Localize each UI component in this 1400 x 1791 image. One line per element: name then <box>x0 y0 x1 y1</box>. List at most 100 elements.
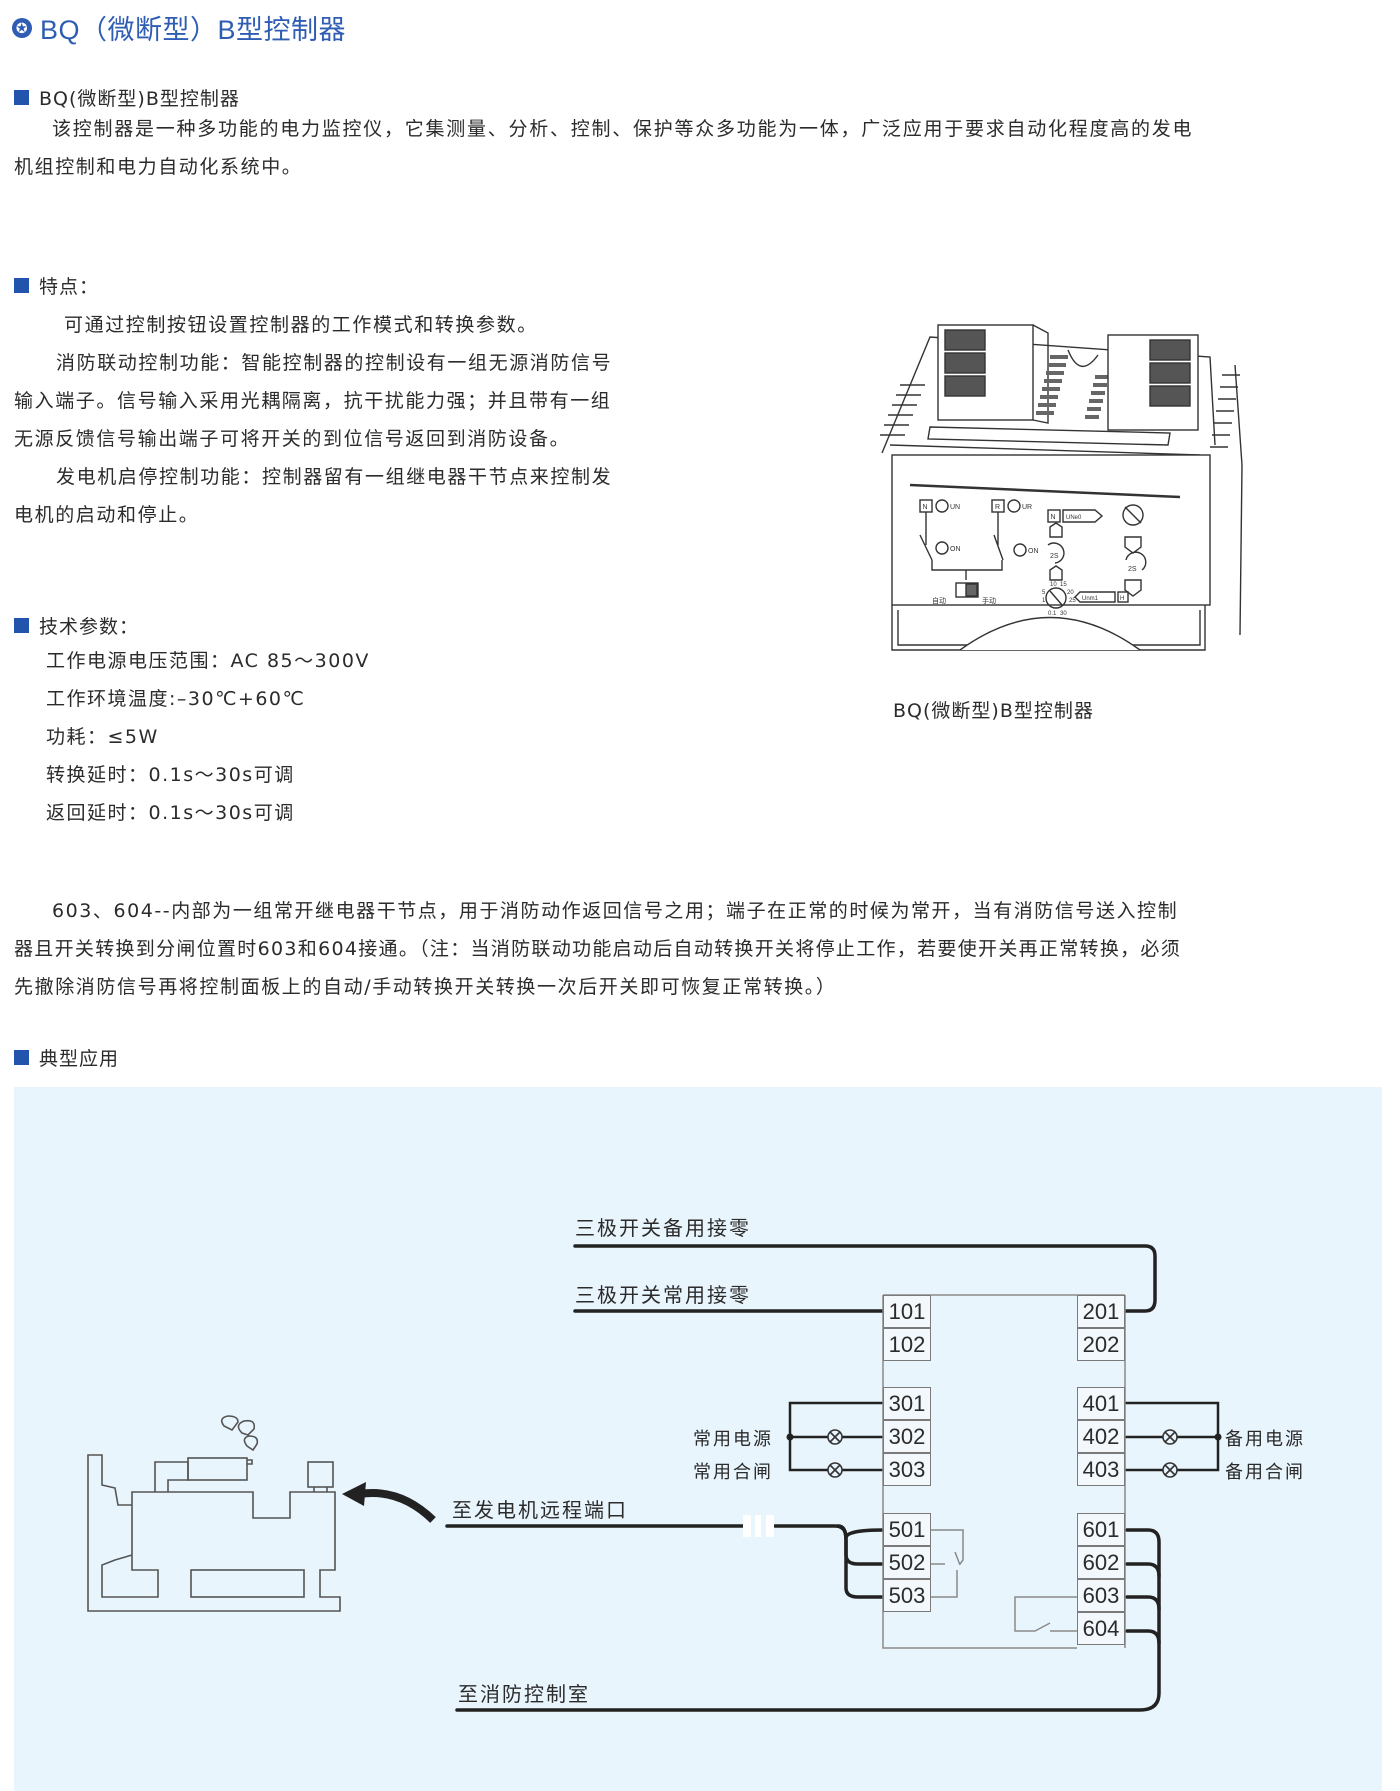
application-heading-text: 典型应用 <box>39 1048 120 1070</box>
terminal-302: 302 <box>883 1420 931 1453</box>
product-caption: BQ(微断型)B型控制器 <box>893 700 1094 722</box>
terminal-602: 602 <box>1077 1546 1125 1579</box>
terminal-403: 403 <box>1077 1453 1125 1486</box>
terminal-501: 501 <box>883 1513 931 1546</box>
wire-generator-port <box>445 1524 885 1539</box>
dial-tick: 0.1 <box>1048 611 1057 617</box>
dial-tick: 30 <box>1060 611 1067 617</box>
panel-label-n2: N <box>1051 514 1056 521</box>
lamp-icon <box>1162 1429 1178 1445</box>
section-marker-icon <box>14 278 29 293</box>
features-line: 消防联动控制功能：智能控制器的控制设有一组无源消防信号 <box>56 352 613 374</box>
star-icon: ✪ <box>12 17 32 38</box>
specs-heading: 技术参数： <box>14 612 139 639</box>
label-normal-power: 常用电源 <box>693 1429 773 1450</box>
intro-line: 该控制器是一种多功能的电力监控仪，它集测量、分析、控制、保护等众多功能为一体，广… <box>52 118 1194 140</box>
dial-tick: 20 <box>1067 590 1074 596</box>
section-marker-icon <box>14 1050 29 1065</box>
panel-label-h: H <box>1120 596 1124 602</box>
label-backup-neutral: 三极开关备用接零 <box>575 1216 751 1240</box>
terminal-102: 102 <box>883 1328 931 1361</box>
features-line: 电机的启动和停止。 <box>14 504 200 526</box>
junction-dot <box>1214 1433 1222 1441</box>
spec-item: 工作电源电压范围：AC 85～300V <box>46 650 370 672</box>
panel-label-auto: 自动 <box>932 596 946 605</box>
spec-item: 工作环境温度:–30℃+60℃ <box>46 688 306 710</box>
intro-heading-text: BQ(微断型)B型控制器 <box>39 88 240 110</box>
spec-item: 转换延时：0.1s～30s可调 <box>46 764 295 786</box>
lamp-icon <box>1162 1462 1178 1478</box>
page-title-text: BQ（微断型）B型控制器 <box>40 15 347 45</box>
features-paragraph: 可通过控制按钮设置控制器的工作模式和转换参数。 消防联动控制功能：智能控制器的控… <box>14 306 714 534</box>
label-normal-close: 常用合闸 <box>693 1462 773 1483</box>
wire-generator-503 <box>836 1524 885 1599</box>
relay-contact-50x <box>931 1529 964 1566</box>
wire-602 <box>1125 1562 1161 1578</box>
note-line: 603、604--内部为一组常开继电器干节点，用于消防动作返回信号之用；端子在正… <box>52 900 1179 922</box>
label-generator-port: 至发电机远程端口 <box>452 1498 628 1522</box>
terminal-202: 202 <box>1077 1328 1125 1361</box>
terminal-402: 402 <box>1077 1420 1125 1453</box>
section-marker-icon <box>14 90 29 105</box>
terminal-101: 101 <box>883 1295 931 1328</box>
terminal-604: 604 <box>1077 1612 1125 1645</box>
terminal-401: 401 <box>1077 1387 1125 1420</box>
terminal-601: 601 <box>1077 1513 1125 1546</box>
page-title: ✪ BQ（微断型）B型控制器 <box>12 8 346 47</box>
dial-tick: 5 <box>1042 590 1046 596</box>
right-fins <box>1210 364 1243 636</box>
terminal-303: 303 <box>883 1453 931 1486</box>
dial-tick: 25 <box>1069 598 1076 604</box>
relay-contact-60x <box>1014 1596 1077 1632</box>
label-backup-power: 备用电源 <box>1225 1429 1305 1450</box>
product-illustration: N UN R UR ON ON N UNe0 Unm1 H 2S 2S 自动 手… <box>880 324 1243 651</box>
panel-label-delay1: 2S <box>1050 553 1059 560</box>
panel-label-n: N <box>923 504 928 511</box>
terminal-301: 301 <box>883 1387 931 1420</box>
application-heading: 典型应用 <box>14 1044 119 1071</box>
lamp-icon <box>827 1429 843 1445</box>
left-fins <box>880 384 925 436</box>
note-line: 先撤除消防信号再将控制面板上的自动/手动转换开关转换一次后开关即可恢复正常转换。… <box>14 976 837 998</box>
specs-list: 工作电源电压范围：AC 85～300V 工作环境温度:–30℃+60℃ 功耗：≤… <box>46 642 370 832</box>
lamp-icon <box>827 1462 843 1478</box>
panel-label-on1: ON <box>950 546 961 553</box>
panel-label-ur: UR <box>1022 504 1032 511</box>
wire-fire-control <box>455 1528 1161 1712</box>
generator-illustration <box>87 1415 341 1612</box>
panel-label-un: UN <box>950 504 960 511</box>
wire-603 <box>1125 1595 1161 1611</box>
panel-label-unm1: Unm1 <box>1082 596 1099 602</box>
note-line: 器且开关转换到分闸位置时603和604接通。（注：当消防联动功能启动后自动转换开… <box>14 938 1182 960</box>
intro-heading: BQ(微断型)B型控制器 <box>14 84 240 111</box>
features-line: 可通过控制按钮设置控制器的工作模式和转换参数。 <box>64 314 538 336</box>
features-line: 输入端子。信号输入采用光耦隔离，抗干扰能力强；并且带有一组 <box>14 390 612 412</box>
features-line: 发电机启停控制功能：控制器留有一组继电器干节点来控制发 <box>56 466 613 488</box>
spec-item: 返回延时：0.1s～30s可调 <box>46 802 295 824</box>
panel-label-r: R <box>995 504 1000 511</box>
arrow-to-generator-icon <box>342 1482 436 1523</box>
wire-604 <box>1125 1629 1161 1645</box>
terminal-201: 201 <box>1077 1295 1125 1328</box>
intro-paragraph: 该控制器是一种多功能的电力监控仪，它集测量、分析、控制、保护等众多功能为一体，广… <box>14 110 1399 186</box>
panel-label-unne0: UNe0 <box>1066 515 1082 521</box>
terminal-603: 603 <box>1077 1579 1125 1612</box>
section-marker-icon <box>14 618 29 633</box>
features-line: 无源反馈信号输出端子可将开关的到位信号返回到消防设备。 <box>14 428 571 450</box>
line-break-icon <box>743 1515 774 1537</box>
terminal-503: 503 <box>883 1579 931 1612</box>
terminal-502: 502 <box>883 1546 931 1579</box>
label-backup-close: 备用合闸 <box>1225 1462 1305 1483</box>
dial-tick: 10 <box>1050 582 1057 588</box>
panel-label-on2: ON <box>1028 548 1039 555</box>
panel-label-manual: 手动 <box>982 596 996 605</box>
wire-backup-neutral <box>573 1244 1157 1313</box>
spec-item: 功耗：≤5W <box>46 726 159 748</box>
intro-line: 机组控制和电力自动化系统中。 <box>14 156 303 178</box>
junction-dot <box>786 1433 794 1441</box>
features-heading: 特点： <box>14 272 99 299</box>
dial-tick: 15 <box>1060 582 1067 588</box>
label-fire-control: 至消防控制室 <box>458 1682 590 1706</box>
panel-label-delay2: 2S <box>1128 566 1137 573</box>
